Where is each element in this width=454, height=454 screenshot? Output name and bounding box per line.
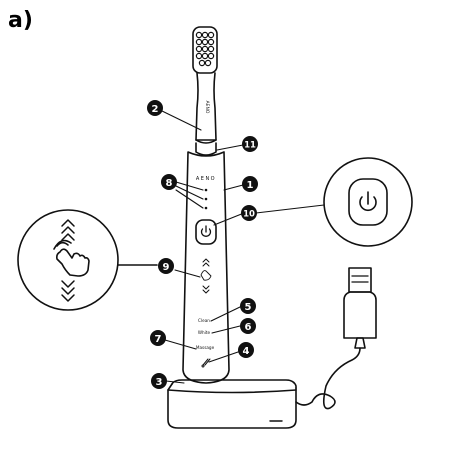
- svg-text:1: 1: [247, 180, 254, 191]
- leader-5: [211, 307, 240, 321]
- leader-7: [165, 340, 196, 349]
- callout-3: 3: [151, 373, 167, 389]
- usb-plug-housing: [344, 292, 376, 338]
- leader-4: [209, 352, 238, 362]
- leader-6: [212, 326, 240, 333]
- leader-8a: [176, 182, 203, 190]
- callout-7: 7: [150, 330, 166, 346]
- callout-10: 10: [241, 205, 257, 221]
- indicator-led-2: [205, 198, 208, 201]
- usb-cable: [296, 268, 376, 409]
- head-ring: [196, 143, 216, 155]
- neck-brand-text: AENO: [204, 101, 210, 114]
- svg-text:6: 6: [245, 322, 252, 333]
- mode-label-white: White: [198, 330, 211, 335]
- cable-wire: [296, 348, 360, 409]
- swipe-up-arrows: [62, 220, 74, 240]
- callout-6: 6: [240, 318, 256, 334]
- power-icon: [202, 226, 211, 236]
- leader-10-detail: [256, 205, 324, 213]
- cable-strain-relief: [355, 338, 365, 348]
- leader-11: [217, 145, 243, 150]
- swipe-down-arrows: [62, 281, 74, 301]
- svg-text:11: 11: [244, 141, 256, 151]
- power-detail-circle: [324, 158, 412, 246]
- leader-1: [224, 185, 243, 190]
- leader-2: [160, 110, 201, 130]
- callout-2: 2: [147, 100, 163, 116]
- svg-text:9: 9: [163, 262, 170, 273]
- handle-brand-text: AENO: [196, 176, 216, 182]
- callout-11: 11: [242, 136, 258, 152]
- svg-text:5: 5: [245, 302, 252, 313]
- svg-text:4: 4: [243, 346, 250, 357]
- svg-text:7: 7: [155, 334, 162, 345]
- usb-plug-connector: [349, 268, 371, 292]
- finger-swipe-icon: [54, 241, 89, 276]
- charging-indicator-icon: [202, 359, 210, 367]
- indicator-led-1: [205, 189, 208, 192]
- mode-label-clean: Clean: [198, 318, 210, 323]
- swipe-zone-icon: [201, 259, 211, 293]
- svg-text:3: 3: [156, 377, 163, 388]
- svg-text:10: 10: [243, 210, 255, 220]
- bristle-tufts: [196, 32, 213, 65]
- leader-9: [175, 270, 200, 277]
- mode-label-massage: Massage: [196, 345, 215, 350]
- swipe-detail-circle: [18, 210, 118, 310]
- leader-lines: [160, 110, 324, 383]
- callout-5: 5: [240, 298, 256, 314]
- callout-8: 8: [161, 174, 177, 190]
- indicator-led-3: [205, 207, 208, 210]
- charging-base: [168, 380, 296, 428]
- base-top: [172, 380, 296, 388]
- callout-4: 4: [238, 342, 254, 358]
- power-detail-icon: [360, 192, 376, 210]
- callout-9: 9: [158, 258, 174, 274]
- svg-text:8: 8: [166, 178, 173, 189]
- base-rim: [168, 390, 296, 393]
- brush-head: AENO: [193, 27, 217, 155]
- svg-text:2: 2: [152, 104, 159, 115]
- leader-10: [214, 213, 244, 225]
- callout-1: 1: [242, 176, 258, 192]
